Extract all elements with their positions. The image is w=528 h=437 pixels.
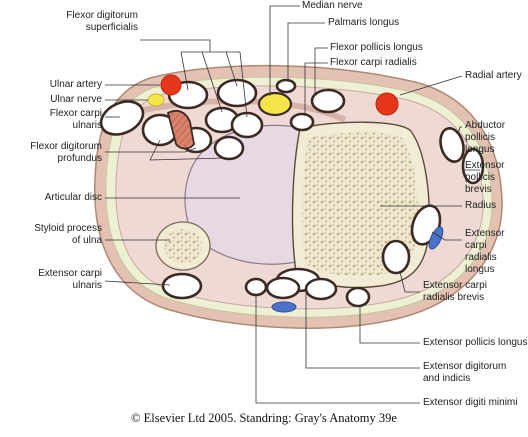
label-extensor-carpi-ulnaris: Extensor carpi ulnaris	[38, 268, 102, 291]
label-ulnar-nerve: Ulnar nerve	[50, 94, 102, 105]
label-flexor-pollicis-longus: Flexor pollicis longus	[330, 42, 423, 53]
tendon-ecu	[161, 272, 203, 300]
vein-radial	[428, 226, 444, 250]
tendon-palmaris	[275, 78, 297, 94]
label-ulnar-artery: Ulnar artery	[49, 79, 102, 90]
leader-lines	[104, 5, 480, 404]
median-nerve-shape	[257, 91, 293, 117]
extensor-tendons	[161, 127, 485, 308]
label-extensor-digitorum-and-indicis: Extensor digitorum and indicis	[423, 361, 507, 384]
label-extensor-pollicis-longus: Extensor pollicis longus	[423, 337, 528, 348]
label-flexor-carpi-radialis: Flexor carpi radialis	[330, 57, 417, 68]
tendon-apl	[439, 127, 465, 163]
tendon-fcr	[289, 112, 315, 132]
copyright-credit: © Elsevier Ltd 2005. Standring: Gray's A…	[131, 411, 397, 425]
ulnar-nerve-shape	[147, 93, 165, 107]
tendon-fds-4	[230, 111, 264, 139]
tendon-ecrb	[381, 239, 411, 275]
fdp-muscle-belly	[166, 109, 195, 150]
tendon-ed-2	[265, 276, 301, 300]
label-flexor-carpi-ulnaris: Flexor carpi ulnaris	[49, 108, 102, 131]
label-articular-disc: Articular disc	[44, 192, 102, 203]
vein-dorsal	[271, 301, 297, 313]
tendon-edm	[244, 277, 268, 297]
label-radius: Radius	[465, 200, 497, 211]
tendon-fdp-3	[213, 135, 245, 161]
tendon-ed-3	[304, 277, 338, 301]
tendon-fds-2	[216, 78, 258, 108]
tendon-fpl	[310, 88, 346, 114]
label-flexor-digitorum-profundus: Flexor digitorum profundus	[30, 141, 102, 164]
tendon-epl	[345, 286, 371, 308]
ulnar-artery-shape	[160, 74, 182, 96]
tendon-fcu	[99, 100, 145, 136]
label-extensor-carpi-radialis-brevis: Extensor carpi radialis brevis	[423, 280, 487, 303]
ulna-cancellous	[164, 229, 202, 263]
label-extensor-carpi-radialis-longus: Extensor carpi radialis longus	[465, 228, 505, 275]
label-extensor-pollicis-brevis: Extensor pollicis brevis	[465, 160, 505, 195]
label-styloid-process-of-ulna: Styloid process of ulna	[34, 223, 102, 246]
tendon-epb	[461, 147, 485, 185]
label-extensor-digiti-minimi: Extensor digiti minimi	[423, 397, 518, 408]
radial-artery-shape	[375, 92, 399, 116]
label-abductor-pollicis-longus: Abductor pollicis longus	[465, 120, 506, 155]
label-median-nerve: Median nerve	[302, 0, 363, 11]
label-radial-artery: Radial artery	[465, 70, 522, 81]
radius-cancellous	[302, 132, 418, 276]
label-palmaris-longus: Palmaris longus	[328, 17, 400, 28]
label-flexor-digitorum-superficialis: Flexor digitorum superficialis	[66, 10, 138, 33]
